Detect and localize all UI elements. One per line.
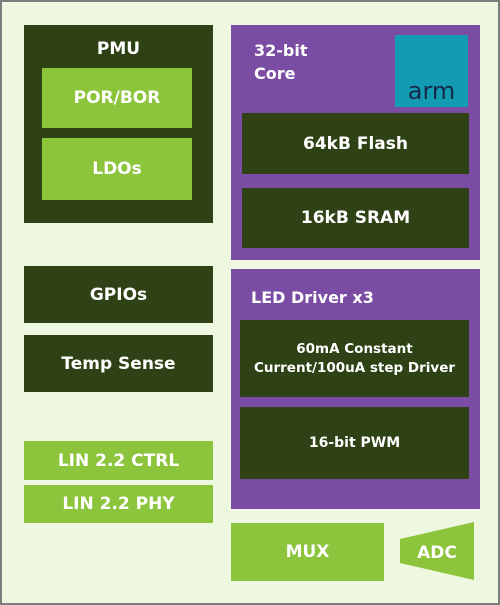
- flash-block: 64kB Flash: [242, 113, 469, 174]
- lin-ctrl-block: LIN 2.2 CTRL: [24, 441, 213, 480]
- pwm-block: 16-bit PWM: [240, 407, 469, 479]
- lin-phy-block: LIN 2.2 PHY: [24, 485, 213, 523]
- arm-logo: arm: [395, 35, 468, 107]
- constant-current-driver-block: 60mA Constant Current/100uA step Driver: [240, 320, 469, 397]
- por-bor-block: POR/BOR: [42, 68, 192, 128]
- core-title: 32-bit Core: [254, 41, 308, 83]
- gpios-block: GPIOs: [24, 266, 213, 323]
- adc-block: ADC: [400, 522, 474, 580]
- mux-block: MUX: [231, 523, 384, 581]
- adc-label: ADC: [417, 543, 457, 563]
- sram-block: 16kB SRAM: [242, 188, 469, 248]
- ldos-block: LDOs: [42, 138, 192, 200]
- pmu-title: PMU: [96, 39, 141, 59]
- led-driver-title: LED Driver x3: [251, 288, 374, 307]
- temp-sense-block: Temp Sense: [24, 335, 213, 392]
- adc-shape: [400, 522, 474, 580]
